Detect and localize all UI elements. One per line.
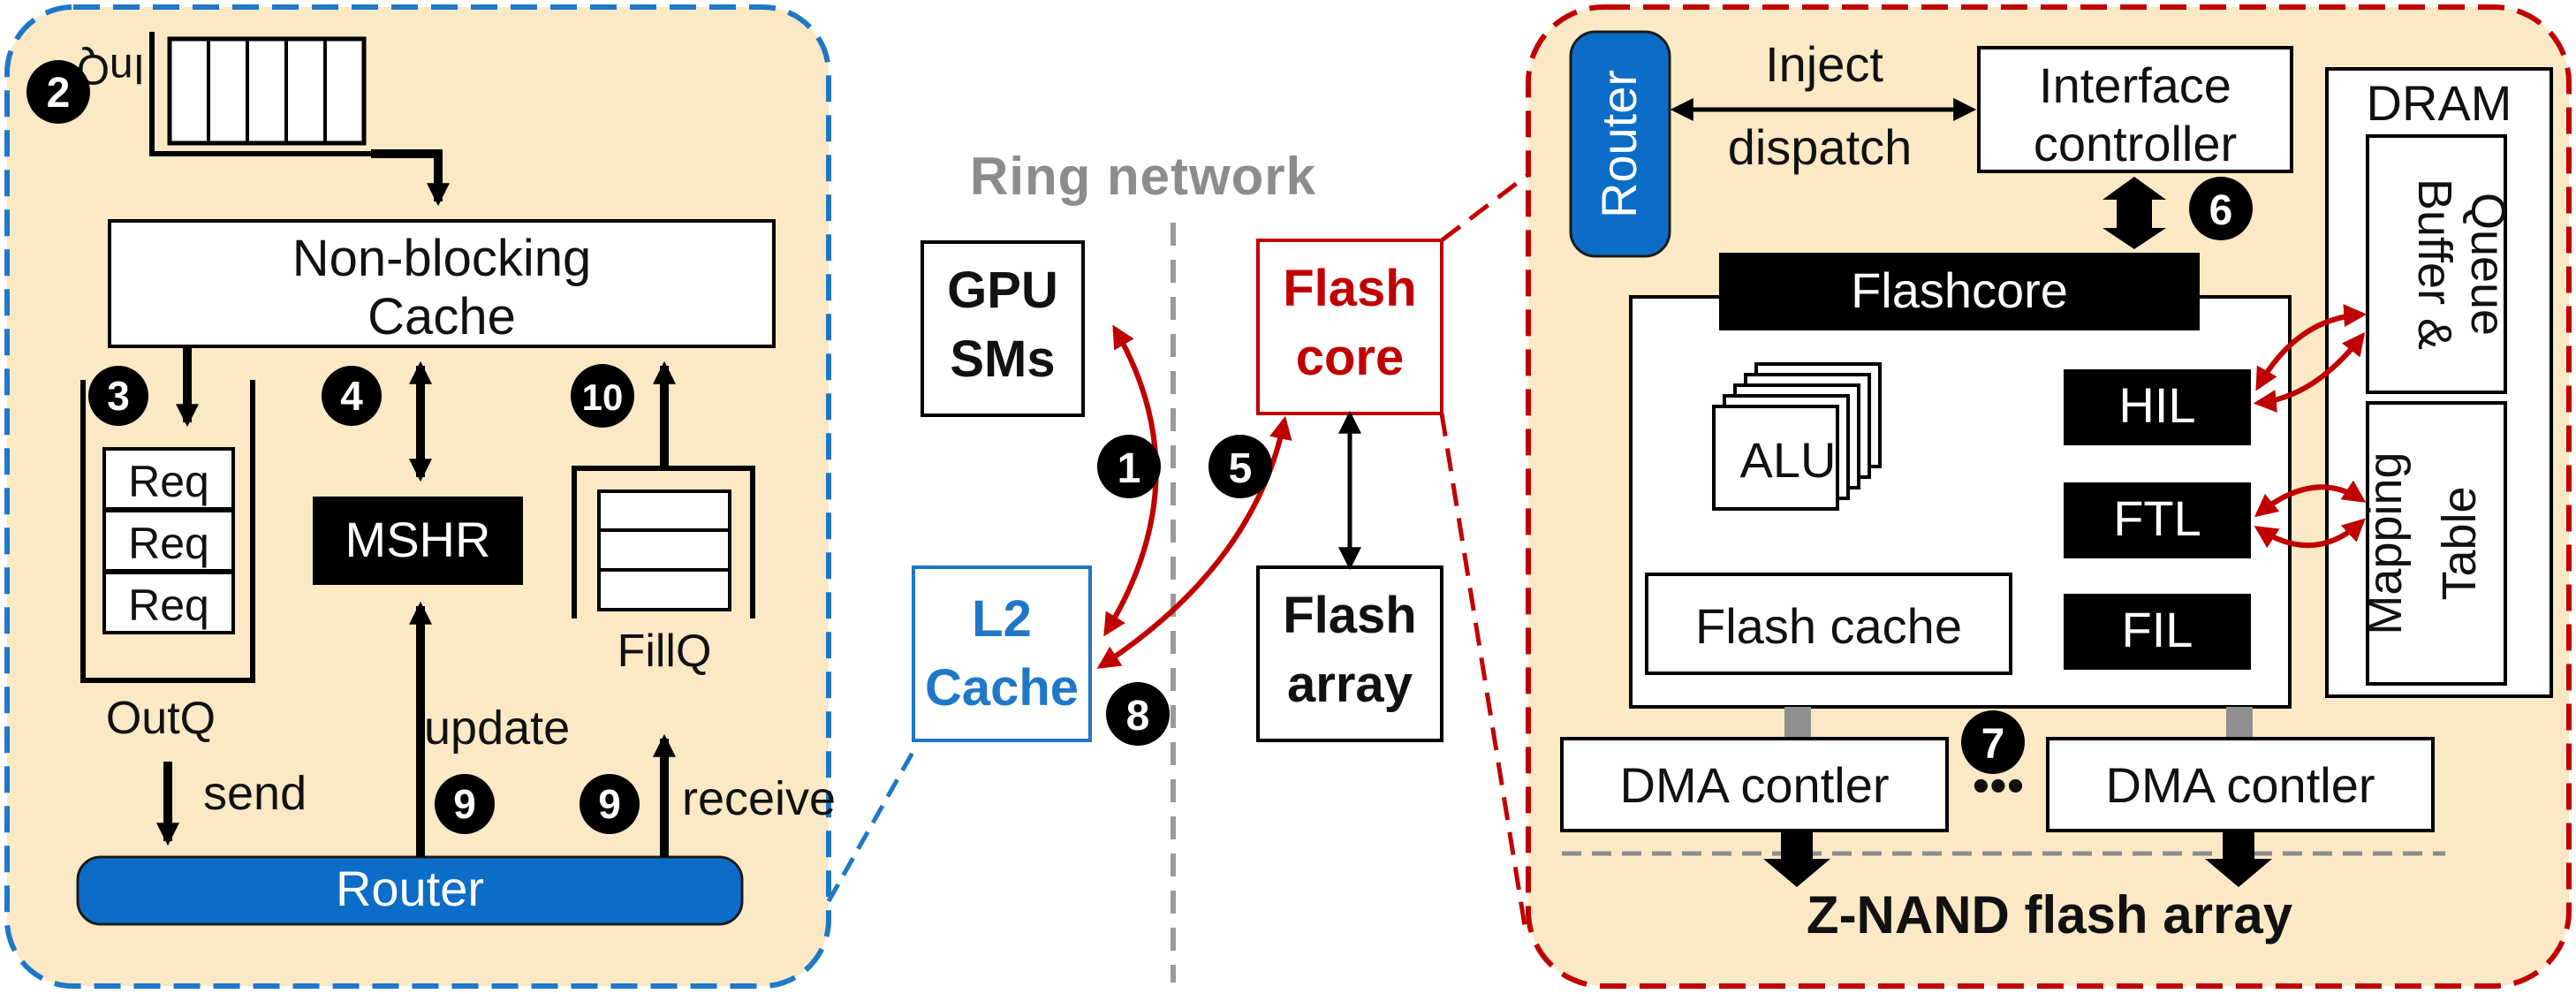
gpu-sms-box [921, 240, 1085, 417]
alu-stack [1712, 362, 1882, 511]
interface-flashcore-arrow [2102, 177, 2166, 249]
svg-text:6: 6 [2209, 187, 2233, 234]
ring-network-label: Ring network [970, 147, 1316, 206]
cache-label-line1: Non-blocking [292, 230, 592, 287]
hil-label: HIL [2118, 377, 2195, 433]
dma-right-down-arrow [2205, 831, 2272, 887]
step-9-update-marker: 9 [435, 774, 495, 834]
right-router-box [1569, 30, 1671, 258]
cache-label-line2: Cache [367, 288, 516, 345]
ftl-box [2064, 482, 2251, 558]
svg-text:4: 4 [340, 373, 363, 419]
fillq-label: FillQ [617, 626, 712, 677]
inject-label: Inject [1765, 36, 1883, 92]
dma-left-down-arrow [1763, 831, 1830, 887]
dma-left-box [1560, 737, 1949, 832]
send-label: send [203, 767, 307, 820]
sms-label: SMs [950, 330, 1055, 388]
fil-label: FIL [2122, 602, 2193, 657]
flash-array-label-1: Flash [1283, 587, 1417, 644]
svg-text:10: 10 [582, 376, 624, 418]
flash-array-label-2: array [1287, 656, 1413, 713]
outq-label: OutQ [106, 693, 216, 744]
step-7-marker: 7 [1961, 710, 2025, 774]
right-zoom-connector-bottom [1439, 413, 1529, 937]
znand-label: Z-NAND flash array [1807, 885, 2293, 945]
l2-flashcore-arc [1096, 415, 1292, 669]
req-item-2: Req [128, 519, 209, 568]
svg-text:2: 2 [47, 70, 71, 117]
step-6-marker: 6 [2189, 177, 2253, 240]
svg-text:1: 1 [1118, 445, 1141, 492]
dispatch-label: dispatch [1728, 119, 1913, 175]
dram-label: DRAM [2367, 75, 2512, 131]
flash-cache-label: Flash cache [1695, 598, 1962, 654]
step-4-marker: 4 [322, 366, 382, 426]
dma-left-label: DMA contler [1620, 757, 1890, 813]
flashcore-label: Flashcore [1851, 262, 2068, 318]
dma-right-box [2046, 737, 2435, 832]
svg-text:5: 5 [1229, 445, 1253, 492]
mshr-label: MSHR [345, 512, 491, 567]
interface-controller-box [1977, 46, 2293, 173]
flash-core-label-2: core [1296, 329, 1405, 386]
step-8-marker: 8 [1106, 682, 1170, 746]
flashcore-header [1719, 253, 2200, 330]
inq-to-cache-arrow [371, 149, 450, 207]
right-router-label: Router [1591, 70, 1647, 218]
mapping-table-box [2366, 401, 2507, 686]
hil-box [2064, 369, 2251, 445]
req-item-3: Req [128, 580, 209, 630]
step-10-marker: 10 [571, 364, 634, 428]
controller-label: controller [2034, 116, 2237, 171]
req-item-1: Req [128, 457, 209, 506]
step-5-marker: 5 [1208, 435, 1272, 498]
l2-label: L2 [972, 590, 1032, 648]
svg-text:7: 7 [1981, 721, 2005, 768]
mapping-label: Mapping [2359, 451, 2412, 634]
nonblocking-cache-box [108, 219, 776, 348]
fil-box [2064, 594, 2251, 670]
right-zoom-connector-top [1440, 166, 1539, 242]
ftl-label: FTL [2113, 490, 2201, 546]
interface-label: Interface [2039, 57, 2231, 113]
flash-cache-box [1645, 573, 2012, 675]
svg-text:3: 3 [107, 373, 130, 419]
step-1-marker: 1 [1097, 435, 1161, 498]
outq-queue [80, 380, 255, 683]
step-3-marker: 3 [88, 366, 148, 426]
buffer-queue-box [2366, 134, 2507, 394]
gpu-label: GPU [947, 262, 1058, 319]
ftl-mapping-arrow-upper [2254, 480, 2367, 518]
alu-label: ALU [1740, 432, 1837, 488]
dma-right-label: DMA contler [2106, 757, 2375, 813]
update-label: update [424, 702, 570, 755]
left-router-bar [76, 855, 744, 926]
step-9-receive-marker: 9 [580, 774, 640, 834]
buffer-label: Buffer & [2408, 178, 2461, 350]
hil-buffer-arrow-lower [2253, 331, 2366, 413]
cache-label: Cache [925, 659, 1079, 717]
flash-core-label-1: Flash [1283, 260, 1417, 317]
ftl-mapping-arrow-lower [2254, 518, 2366, 549]
svg-text:9: 9 [453, 781, 476, 827]
left-router-label: Router [336, 861, 484, 916]
inq-queue [149, 32, 371, 156]
fillq-queue [572, 466, 755, 618]
flash-core-box [1256, 239, 1443, 415]
svg-text:8: 8 [1126, 693, 1150, 740]
left-zoom-connector [826, 749, 916, 903]
receive-label: receive [682, 772, 836, 825]
dma-left-link [1784, 707, 1811, 739]
dma-right-link [2226, 707, 2253, 739]
mshr-box [313, 497, 523, 585]
step-2-marker: 2 [27, 60, 90, 124]
table-label: Table [2433, 486, 2486, 600]
l2-cache-box [912, 565, 1092, 742]
svg-text:9: 9 [598, 781, 621, 827]
queue-label: Queue [2461, 193, 2514, 336]
